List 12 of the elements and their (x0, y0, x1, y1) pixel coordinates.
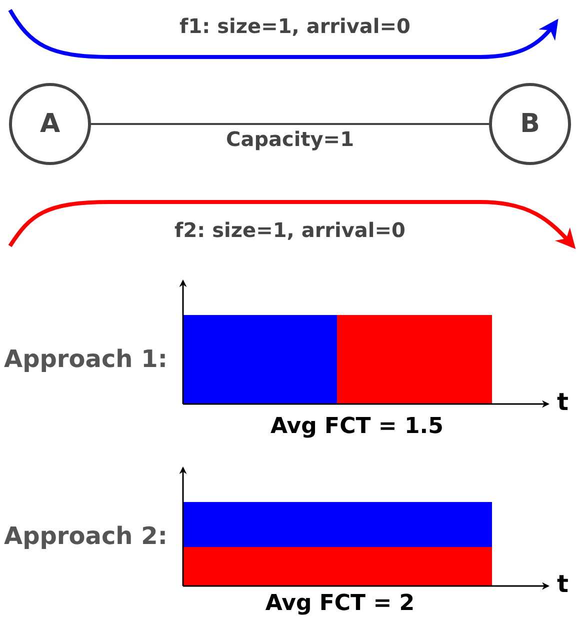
edge-label: Capacity=1 (226, 127, 354, 151)
flow-label: f1: size=1, arrival=0 (180, 14, 410, 38)
result-label: Avg FCT = 2 (265, 591, 415, 616)
flow-label: f2: size=1, arrival=0 (174, 218, 406, 242)
result-label: Avg FCT = 1.5 (270, 414, 444, 439)
link-line (91, 123, 489, 125)
axis-label: t (557, 388, 568, 416)
node-circle: B (489, 83, 571, 165)
axis-label: t (557, 570, 568, 598)
node-circle: A (9, 83, 91, 165)
row-label: Approach 1: (4, 345, 168, 373)
row-label: Approach 2: (4, 522, 168, 550)
